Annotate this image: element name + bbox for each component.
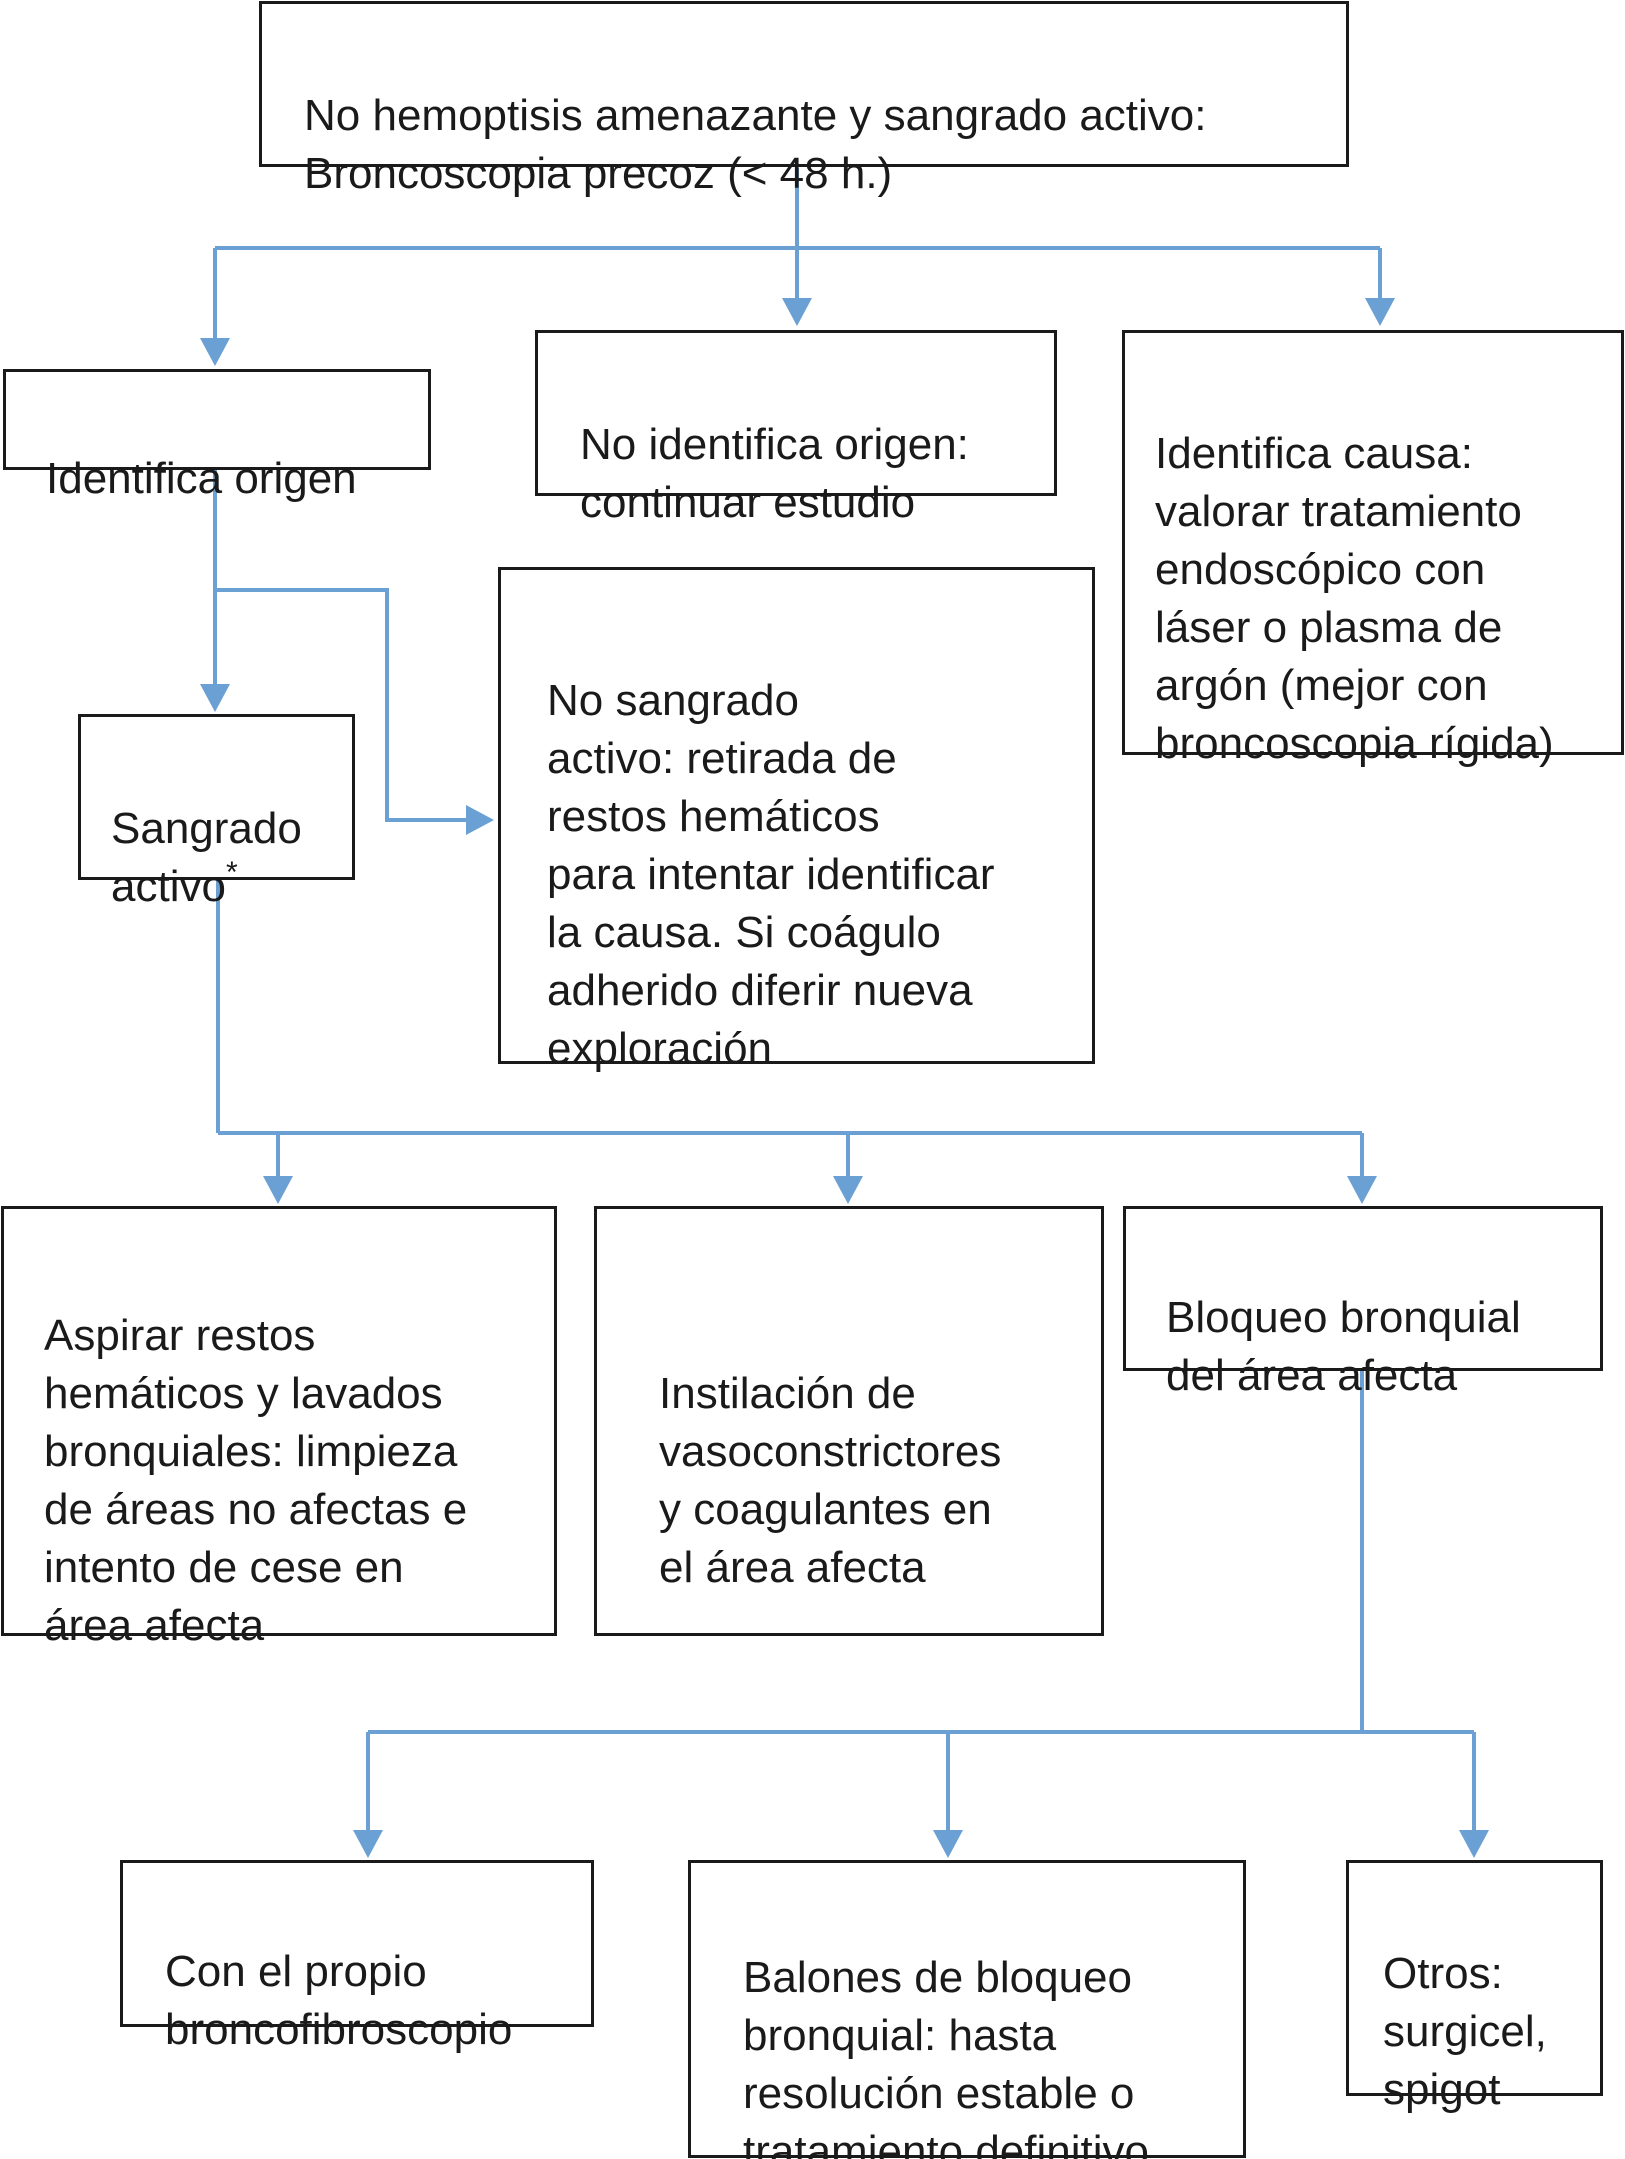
sangrado-activo-label: Sangrado activo [111,804,302,911]
instilacion-box: Instilación de vasoconstrictores y coagu… [594,1206,1104,1636]
bloqueo-text: Bloqueo bronquial del área afecta [1166,1293,1521,1400]
sangrado-activo-box: Sangrado activo* [78,714,355,911]
identifica-origen-text: Identifica origen [46,454,357,503]
balones-text: Balones de bloqueo bronquial: hasta reso… [743,1953,1149,2159]
no-sangrado-activo-box: No sangrado activo: retirada de restos h… [498,567,1095,1073]
identifica-origen-box: Identifica origen [3,369,431,503]
arrowhead-balones [933,1830,963,1858]
connector-to-no-sangrado [215,588,470,822]
sangrado-activo-text: Sangrado activo* [111,800,352,916]
start-text: No hemoptisis amenazante y sangrado acti… [304,91,1207,198]
sangrado-activo-asterisk: * [225,856,238,889]
identifica-causa-text: Identifica causa: valorar tratamiento en… [1155,429,1554,768]
balones-box: Balones de bloqueo bronquial: hasta reso… [688,1860,1246,2159]
arrowhead-no-identifica [782,298,812,326]
otros-box: Otros: surgicel, spigot [1346,1860,1603,2114]
aspirar-box: Aspirar restos hemáticos y lavados bronq… [1,1206,557,1650]
con-propio-box: Con el propio broncofibroscopio [120,1860,594,2054]
no-identifica-origen-box: No identifica origen: continuar estudio [535,330,1057,527]
con-propio-text: Con el propio broncofibroscopio [165,1947,513,2054]
otros-text: Otros: surgicel, spigot [1383,1949,1547,2114]
start-box: No hemoptisis amenazante y sangrado acti… [259,1,1349,198]
bloqueo-box: Bloqueo bronquial del área afecta [1123,1206,1603,1400]
arrowhead-identifica-causa [1365,298,1395,326]
arrowhead-instilacion [833,1176,863,1204]
instilacion-text: Instilación de vasoconstrictores y coagu… [659,1369,1002,1592]
arrowhead-otros [1459,1830,1489,1858]
no-sangrado-activo-text: No sangrado activo: retirada de restos h… [547,676,995,1073]
arrowhead-bloqueo [1347,1176,1377,1204]
arrowhead-aspirar [263,1176,293,1204]
aspirar-text: Aspirar restos hemáticos y lavados bronq… [44,1311,468,1650]
arrowhead-con-propio [353,1830,383,1858]
arrowhead-no-sangrado [466,805,494,835]
arrowhead-sangrado-activo [200,684,230,712]
no-identifica-origen-text: No identifica origen: continuar estudio [580,420,969,527]
identifica-causa-box: Identifica causa: valorar tratamiento en… [1122,330,1624,768]
arrowhead-identifica-origen [200,338,230,366]
